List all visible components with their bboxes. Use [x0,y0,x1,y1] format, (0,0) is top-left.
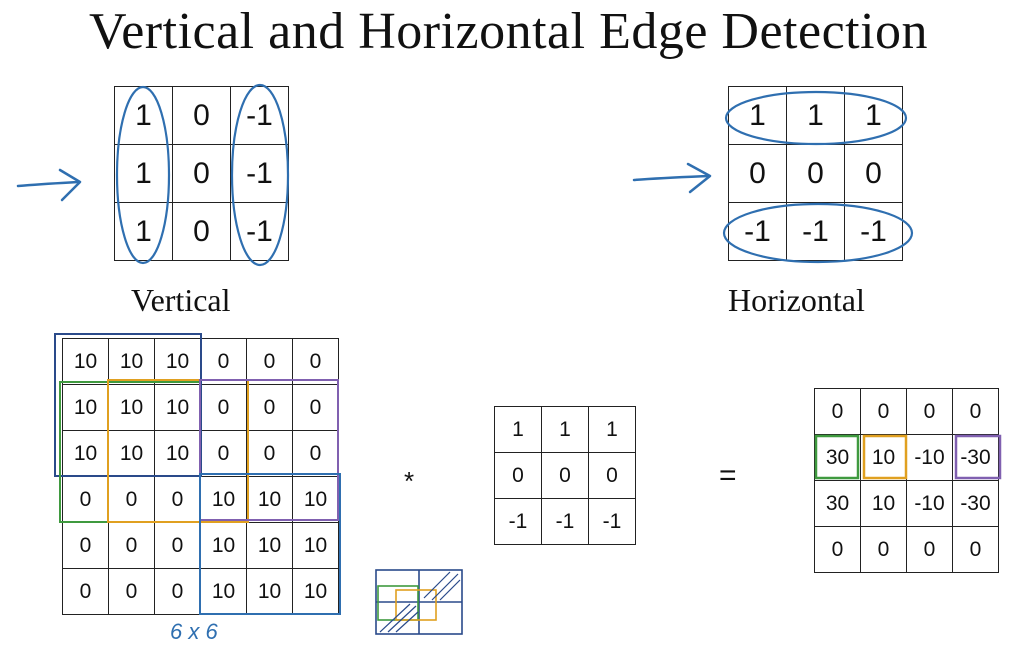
matrix-cell: 0 [907,389,953,435]
matrix-cell: 0 [173,87,231,145]
matrix-cell: 0 [861,389,907,435]
arrow-icon [16,168,82,202]
mini-sketch-icon [375,569,463,635]
matrix-cell: 10 [155,339,201,385]
matrix-cell: 0 [247,431,293,477]
matrix-cell: 1 [589,407,636,453]
matrix-cell: -1 [787,203,845,261]
page-title: Vertical and Horizontal Edge Detection [88,3,929,60]
matrix-cell: 0 [173,203,231,261]
matrix-cell: 0 [293,385,339,431]
matrix-cell: 1 [729,87,787,145]
matrix-cell: 0 [201,431,247,477]
matrix-cell: 1 [542,407,589,453]
equals-sign: = [719,459,737,492]
matrix-cell: 10 [861,435,907,481]
matrix-cell: 0 [293,339,339,385]
matrix-cell: 0 [815,527,861,573]
matrix-cell: 10 [247,477,293,523]
horizontal-label: Horizontal [728,282,865,318]
matrix-cell: 0 [109,477,155,523]
image-size-note: 6 x 6 [170,619,218,644]
matrix-cell: 0 [173,145,231,203]
matrix-cell: 10 [201,569,247,615]
matrix-cell: -10 [907,435,953,481]
matrix-cell: 1 [495,407,542,453]
matrix-cell: -1 [495,499,542,545]
matrix-cell: 10 [109,431,155,477]
matrix-cell: 10 [293,477,339,523]
matrix-cell: -1 [542,499,589,545]
matrix-cell: -1 [231,87,289,145]
matrix-cell: -1 [231,203,289,261]
matrix-cell: 0 [845,145,903,203]
matrix-cell: 1 [115,145,173,203]
matrix-cell: -10 [907,481,953,527]
matrix-cell: 0 [109,569,155,615]
matrix-cell: 10 [63,385,109,431]
matrix-cell: 10 [155,431,201,477]
matrix-cell: 0 [63,477,109,523]
matrix-cell: 0 [589,453,636,499]
convolution-operator: * [404,466,415,496]
matrix-cell: 30 [815,435,861,481]
matrix-cell: 0 [63,569,109,615]
matrix-cell: 0 [155,523,201,569]
matrix-cell: 0 [861,527,907,573]
matrix-cell: -1 [231,145,289,203]
matrix-cell: 0 [293,431,339,477]
matrix-cell: 0 [155,569,201,615]
matrix-cell: 1 [115,87,173,145]
matrix-cell: 0 [109,523,155,569]
matrix-cell: 0 [63,523,109,569]
matrix-cell: 0 [495,453,542,499]
matrix-cell: 0 [201,339,247,385]
matrix-cell: 10 [201,477,247,523]
vertical-label: Vertical [131,282,231,318]
matrix-cell: 0 [953,389,999,435]
matrix-cell: 1 [845,87,903,145]
matrix-cell: -30 [953,435,999,481]
arrow-icon [632,162,712,194]
matrix-cell: 10 [63,339,109,385]
matrix-cell: 10 [63,431,109,477]
matrix-cell: 10 [201,523,247,569]
matrix-cell: 30 [815,481,861,527]
matrix-cell: 0 [201,385,247,431]
matrix-cell: 10 [109,339,155,385]
matrix-cell: 0 [247,339,293,385]
matrix-cell: 0 [815,389,861,435]
matrix-cell: 10 [247,523,293,569]
matrix-cell: -1 [729,203,787,261]
matrix-cell: 0 [729,145,787,203]
matrix-cell: -30 [953,481,999,527]
matrix-cell: 0 [542,453,589,499]
matrix-cell: -1 [589,499,636,545]
matrix-cell: 1 [115,203,173,261]
matrix-cell: 1 [787,87,845,145]
matrix-cell: 10 [861,481,907,527]
matrix-cell: 10 [247,569,293,615]
matrix-cell: -1 [845,203,903,261]
matrix-cell: 0 [247,385,293,431]
matrix-cell: 10 [109,385,155,431]
matrix-cell: 10 [155,385,201,431]
matrix-cell: 0 [907,527,953,573]
matrix-cell: 0 [155,477,201,523]
matrix-cell: 10 [293,523,339,569]
matrix-cell: 0 [787,145,845,203]
matrix-cell: 10 [293,569,339,615]
matrix-cell: 0 [953,527,999,573]
